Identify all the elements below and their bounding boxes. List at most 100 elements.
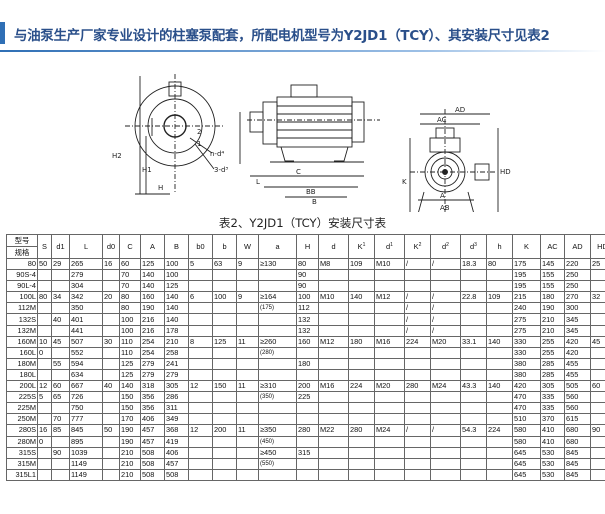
header-cell: C — [119, 234, 141, 259]
value-cell — [590, 413, 605, 426]
value-cell: 280 — [404, 380, 431, 393]
value-cell — [102, 346, 120, 359]
value-cell: 85 — [51, 424, 70, 437]
value-cell — [236, 468, 259, 481]
value-cell — [296, 435, 319, 448]
model-cell: 80 — [6, 257, 38, 271]
value-cell: 441 — [69, 324, 103, 337]
header-label: AD — [572, 241, 583, 251]
value-cell: 455 — [564, 357, 591, 370]
value-cell — [51, 269, 70, 282]
value-cell: 330 — [512, 346, 541, 359]
value-cell: 457 — [164, 457, 189, 470]
value-cell: 195 — [512, 280, 541, 293]
header-cell: d1 — [374, 234, 405, 259]
value-cell: 11 — [236, 424, 259, 437]
value-cell: 100 — [296, 291, 319, 304]
value-cell: 150 — [212, 380, 237, 393]
value-cell: ≥310 — [258, 380, 297, 393]
value-cell: 645 — [512, 468, 541, 481]
value-cell — [590, 313, 605, 326]
value-cell: 845 — [564, 446, 591, 459]
value-cell: ≥130 — [258, 257, 297, 271]
value-cell: 356 — [140, 402, 165, 415]
value-cell — [348, 391, 375, 404]
header-cell: d3 — [460, 234, 487, 259]
value-cell: 80 — [486, 257, 513, 271]
value-cell: 90 — [51, 446, 70, 459]
value-cell — [37, 280, 52, 293]
model-cell: 160L — [6, 346, 38, 359]
value-cell: 125 — [119, 357, 141, 370]
header-row: 型号Sd1Ld0CABb0bWaHdK1d1K2d2d3hKACADHDl0 — [6, 234, 605, 259]
value-cell — [236, 413, 259, 426]
value-cell: 410 — [540, 424, 565, 437]
value-cell: 845 — [69, 424, 103, 437]
value-cell — [374, 368, 405, 382]
header-cell: K2 — [404, 234, 431, 259]
value-cell — [258, 357, 297, 370]
value-cell: M16 — [318, 380, 349, 393]
value-cell — [430, 391, 461, 404]
value-cell — [37, 457, 52, 470]
dim-label-ab: AB — [440, 204, 450, 212]
header-label: a — [275, 241, 280, 251]
value-cell — [296, 402, 319, 415]
value-cell — [430, 468, 461, 481]
value-cell: 216 — [140, 324, 165, 337]
value-cell: 279 — [164, 368, 189, 382]
value-cell — [348, 324, 375, 337]
value-cell: M10 — [374, 257, 405, 271]
value-cell: 279 — [140, 357, 165, 370]
value-cell: 345 — [564, 313, 591, 326]
value-cell: 255 — [540, 335, 565, 348]
value-cell — [102, 435, 120, 448]
value-cell: 1039 — [69, 446, 103, 459]
value-cell — [460, 269, 487, 282]
value-cell — [374, 302, 405, 315]
value-cell — [37, 468, 52, 481]
value-cell: / — [404, 291, 431, 304]
value-cell: 285 — [540, 368, 565, 382]
value-cell: 60 — [119, 257, 141, 271]
value-cell: 10 — [37, 335, 52, 348]
value-cell: 190 — [119, 424, 141, 437]
value-cell — [486, 413, 513, 426]
value-cell — [212, 391, 237, 404]
model-cell: 180M — [6, 357, 38, 370]
value-cell: 80 — [119, 291, 141, 304]
value-cell: 33.1 — [460, 335, 487, 348]
value-cell: 12 — [188, 380, 213, 393]
header-cell: S — [37, 234, 52, 259]
value-cell — [486, 269, 513, 282]
value-cell: 160 — [296, 335, 319, 348]
value-cell — [188, 313, 213, 326]
model-cell: 315M — [6, 457, 38, 470]
value-cell — [236, 357, 259, 370]
value-cell: 140 — [348, 291, 375, 304]
value-cell: 175 — [512, 257, 541, 271]
value-cell — [430, 269, 461, 282]
value-cell: 180 — [296, 357, 319, 370]
value-cell: 150 — [119, 402, 141, 415]
model-cell: 90L-4 — [6, 280, 38, 293]
value-cell — [374, 402, 405, 415]
value-cell — [486, 435, 513, 448]
value-cell: 200 — [212, 424, 237, 437]
header-label: AC — [547, 241, 558, 251]
value-cell: M22 — [318, 424, 349, 437]
value-cell — [430, 280, 461, 293]
value-cell — [460, 446, 487, 459]
value-cell — [486, 368, 513, 382]
value-cell — [348, 446, 375, 459]
value-cell: 895 — [69, 435, 103, 448]
model-cell: 180L — [6, 368, 38, 382]
header-label: b0 — [196, 241, 205, 251]
value-cell: 125 — [140, 257, 165, 271]
value-cell: M12 — [374, 291, 405, 304]
value-cell: 345 — [564, 324, 591, 337]
